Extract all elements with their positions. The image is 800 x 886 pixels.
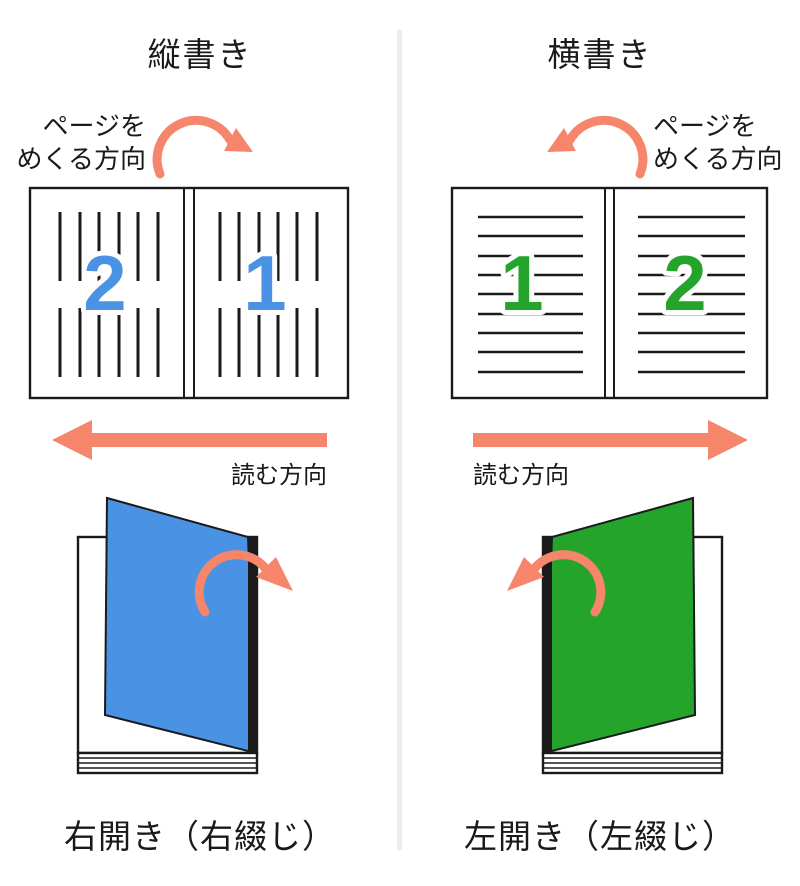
vertical-left-page-number: 2 [83,239,126,327]
horizontal-reading-direction-label: 読む方向 [473,462,569,489]
horizontal-right-page-number: 2 [663,239,706,327]
horizontal-left-page-number: 1 [500,239,543,327]
vertical-open-book: 2 1 [28,186,350,400]
horizontal-page-flip-arrow-icon [507,550,606,617]
horizontal-open-book: 1 2 [450,186,769,400]
horizontal-panel-title: 横書き [547,36,653,73]
vertical-panel-title: 縦書き [147,36,253,73]
vertical-page-turn-label: ページを めくる方向 [0,110,146,176]
vertical-page-turn-arrow-icon [152,115,253,179]
vertical-reading-arrow-icon [52,420,327,460]
vertical-spine [248,537,257,753]
vertical-closed-book [76,496,293,775]
horizontal-page-turn-label-line1: ページを [653,111,757,141]
horizontal-closed-book [507,496,724,775]
vertical-page-turn-label-line1: ページを [42,111,146,141]
vertical-reading-direction-label: 読む方向 [231,462,327,489]
horizontal-spine [543,537,552,753]
horizontal-binding-caption: 左開き（左綴じ） [464,818,736,855]
vertical-page-turn-label-line2: めくる方向 [16,144,146,174]
vertical-binding-caption: 右開き（右綴じ） [64,818,336,855]
horizontal-page-turn-label-line2: めくる方向 [653,144,783,174]
horizontal-page-turn-arrow-icon [547,115,648,179]
vertical-right-page-number: 1 [243,239,286,327]
vertical-page-flip-arrow-icon [194,550,293,617]
horizontal-reading-arrow-icon [473,420,748,460]
horizontal-page-turn-label: ページを めくる方向 [653,110,799,176]
panel-divider [397,30,402,850]
horizontal-front-cover [542,496,697,755]
vertical-front-cover [103,496,258,755]
